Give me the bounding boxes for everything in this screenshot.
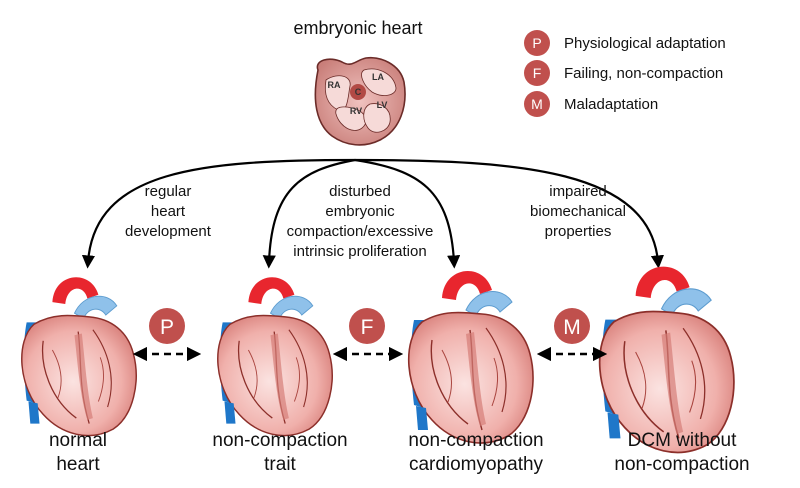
chamber-label-rv: RV <box>350 106 362 116</box>
heart-dcm <box>598 265 735 454</box>
branch-middle-line-3: compaction/excessive <box>287 223 434 240</box>
outcome-normal-line-1: normal <box>49 430 107 451</box>
outcome-ncc-line-1: non-compaction <box>408 430 543 451</box>
legend-letter-p: P <box>532 35 541 51</box>
chamber-label-ra: RA <box>328 80 341 90</box>
relation-maladaptation: M <box>536 308 608 362</box>
outcome-non-compaction-trait: non-compaction trait <box>212 430 347 475</box>
relation-letter-p: P <box>160 316 174 339</box>
chamber-label-la: LA <box>372 72 384 82</box>
legend-item-failing-non-compaction: F Failing, non-compaction <box>524 60 723 86</box>
legend-badge-p <box>524 30 550 56</box>
branch-middle-line-2: embryonic <box>325 203 395 220</box>
outcome-dcm-line-1: DCM without <box>628 430 737 451</box>
chamber-label-c: C <box>355 87 362 97</box>
branch-label-left: regular heart development <box>125 183 212 240</box>
branch-right-line-1: impaired <box>549 183 607 200</box>
legend-badge-f <box>524 60 550 86</box>
outcome-trait-line-1: non-compaction <box>212 430 347 451</box>
embryonic-heart-illustration: RA LA C RV LV <box>314 56 406 146</box>
outcome-dcm-line-2: non-compaction <box>614 454 749 475</box>
branch-label-middle: disturbed embryonic compaction/excessive… <box>287 183 434 260</box>
legend-letter-m: M <box>531 96 543 112</box>
branch-arrows <box>81 158 664 269</box>
chamber-label-lv: LV <box>377 100 388 110</box>
diagram-title: embryonic heart <box>293 18 422 38</box>
branch-middle-line-1: disturbed <box>329 183 391 200</box>
legend-item-maladaptation: M Maladaptation <box>524 91 658 117</box>
outcome-normal-heart: normal heart <box>49 430 107 475</box>
legend: P Physiological adaptation F Failing, no… <box>524 30 726 117</box>
arrow-to-non-compaction-cardiomyopathy <box>354 158 461 269</box>
outcome-ncc-line-2: cardiomyopathy <box>409 454 544 475</box>
relation-physiological-adaptation: P <box>132 308 202 362</box>
relation-badge-m <box>554 308 590 344</box>
relation-letter-m: M <box>563 316 581 339</box>
branch-right-line-2: biomechanical <box>530 203 626 220</box>
outcome-trait-line-2: trait <box>264 454 296 475</box>
arrow-to-non-compaction-trait <box>262 158 356 269</box>
outcome-non-compaction-cardiomyopathy: non-compaction cardiomyopathy <box>408 430 543 475</box>
branch-left-line-1: regular <box>145 183 192 200</box>
outcome-dcm: DCM without non-compaction <box>614 430 749 475</box>
relation-badge-f <box>349 308 385 344</box>
legend-text-p: Physiological adaptation <box>564 35 726 52</box>
outcome-normal-line-2: heart <box>56 454 100 475</box>
arrow-to-normal-heart <box>81 158 356 269</box>
legend-letter-f: F <box>533 65 542 81</box>
legend-text-f: Failing, non-compaction <box>564 65 723 82</box>
arrow-to-dcm <box>354 158 664 269</box>
legend-item-physiological-adaptation: P Physiological adaptation <box>524 30 726 56</box>
branch-right-line-3: properties <box>545 223 612 240</box>
heart-normal <box>21 276 137 437</box>
relation-badge-p <box>149 308 185 344</box>
legend-badge-m <box>524 91 550 117</box>
legend-text-m: Maladaptation <box>564 96 658 113</box>
branch-left-line-3: development <box>125 223 212 240</box>
branch-label-right: impaired biomechanical properties <box>530 183 626 240</box>
relation-failing-non-compaction: F <box>332 308 404 362</box>
branch-left-line-2: heart <box>151 203 186 220</box>
heart-non-compaction-cardiomyopathy <box>407 270 534 444</box>
relation-letter-f: F <box>361 316 374 339</box>
heart-non-compaction-trait <box>217 276 333 437</box>
branch-middle-line-4: intrinsic proliferation <box>293 243 426 260</box>
